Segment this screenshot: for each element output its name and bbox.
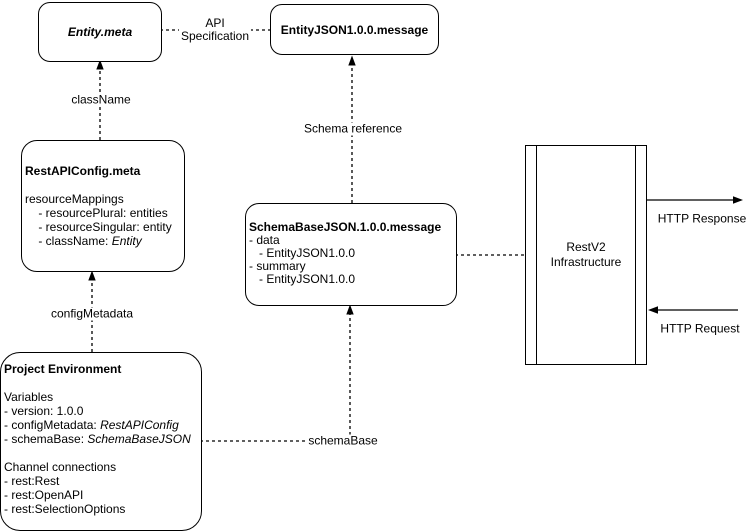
edge-label-schema-base: schemaBase — [306, 433, 380, 448]
edge-label-http-response: HTTP Response — [655, 211, 749, 226]
edge-label-classname: className — [69, 92, 133, 107]
node-divider-right — [634, 146, 636, 364]
node-line: - className: Entity — [25, 234, 142, 248]
node-line: - rest:Rest — [4, 474, 60, 488]
node-title: RestV2 Infrastructure — [550, 240, 622, 269]
node-divider-left — [536, 146, 538, 364]
node-title: RestAPIConfig.meta — [25, 164, 141, 178]
node-line: - EntityJSON1.0.0 — [249, 272, 356, 286]
node-title: EntityJSON1.0.0.message — [280, 22, 429, 37]
node-rest-api-config: RestAPIConfig.meta resourceMappings - re… — [21, 140, 185, 272]
node-line: Channel connections — [4, 460, 117, 474]
edge-label-http-request: HTTP Request — [658, 321, 742, 336]
edge-label-schema-reference: Schema reference — [301, 121, 405, 136]
node-line: - schemaBase: SchemaBaseJSON — [4, 432, 191, 446]
node-line: - summary — [249, 259, 306, 273]
arrowhead-schema-base-icon — [346, 304, 354, 315]
arrowhead-http-request-icon — [648, 306, 658, 314]
node-line: Variables — [4, 390, 54, 404]
node-line: - rest:SelectionOptions — [4, 502, 126, 516]
node-title: Project Environment — [4, 362, 122, 376]
node-line: - data — [249, 233, 280, 247]
node-line — [4, 446, 200, 460]
node-line: - resourcePlural: entities — [25, 206, 168, 220]
node-line: - resourceSingular: entity — [25, 220, 172, 234]
node-line: resourceMappings — [25, 192, 124, 206]
arrowhead-http-response-icon — [733, 196, 743, 204]
node-restv2-infrastructure: RestV2 Infrastructure — [525, 145, 647, 365]
arrowhead-config-metadata-icon — [88, 270, 96, 281]
node-entity-json-message: EntityJSON1.0.0.message — [270, 4, 439, 55]
node-title: Entity.meta — [67, 25, 133, 39]
node-line: - configMetadata: RestAPIConfig — [4, 418, 179, 432]
node-line-spacer — [25, 178, 183, 192]
node-line: - rest:OpenAPI — [4, 488, 84, 502]
node-project-environment: Project Environment Variables - version:… — [0, 352, 202, 531]
edge-schema-base — [200, 312, 351, 442]
node-line: - EntityJSON1.0.0 — [249, 246, 356, 260]
edge-label-api-specification: API Specification — [178, 16, 252, 43]
node-entity-meta: Entity.meta — [38, 2, 162, 62]
edge-label-config-metadata: configMetadata — [48, 306, 136, 321]
node-schema-base-json-message: SchemaBaseJSON.1.0.0.message - data - En… — [245, 203, 457, 306]
node-title: SchemaBaseJSON.1.0.0.message — [249, 220, 442, 234]
node-line-spacer — [4, 376, 200, 390]
arrowhead-classname-icon — [96, 59, 104, 70]
arrowhead-schema-reference-icon — [348, 55, 356, 66]
node-line: - version: 1.0.0 — [4, 404, 84, 418]
